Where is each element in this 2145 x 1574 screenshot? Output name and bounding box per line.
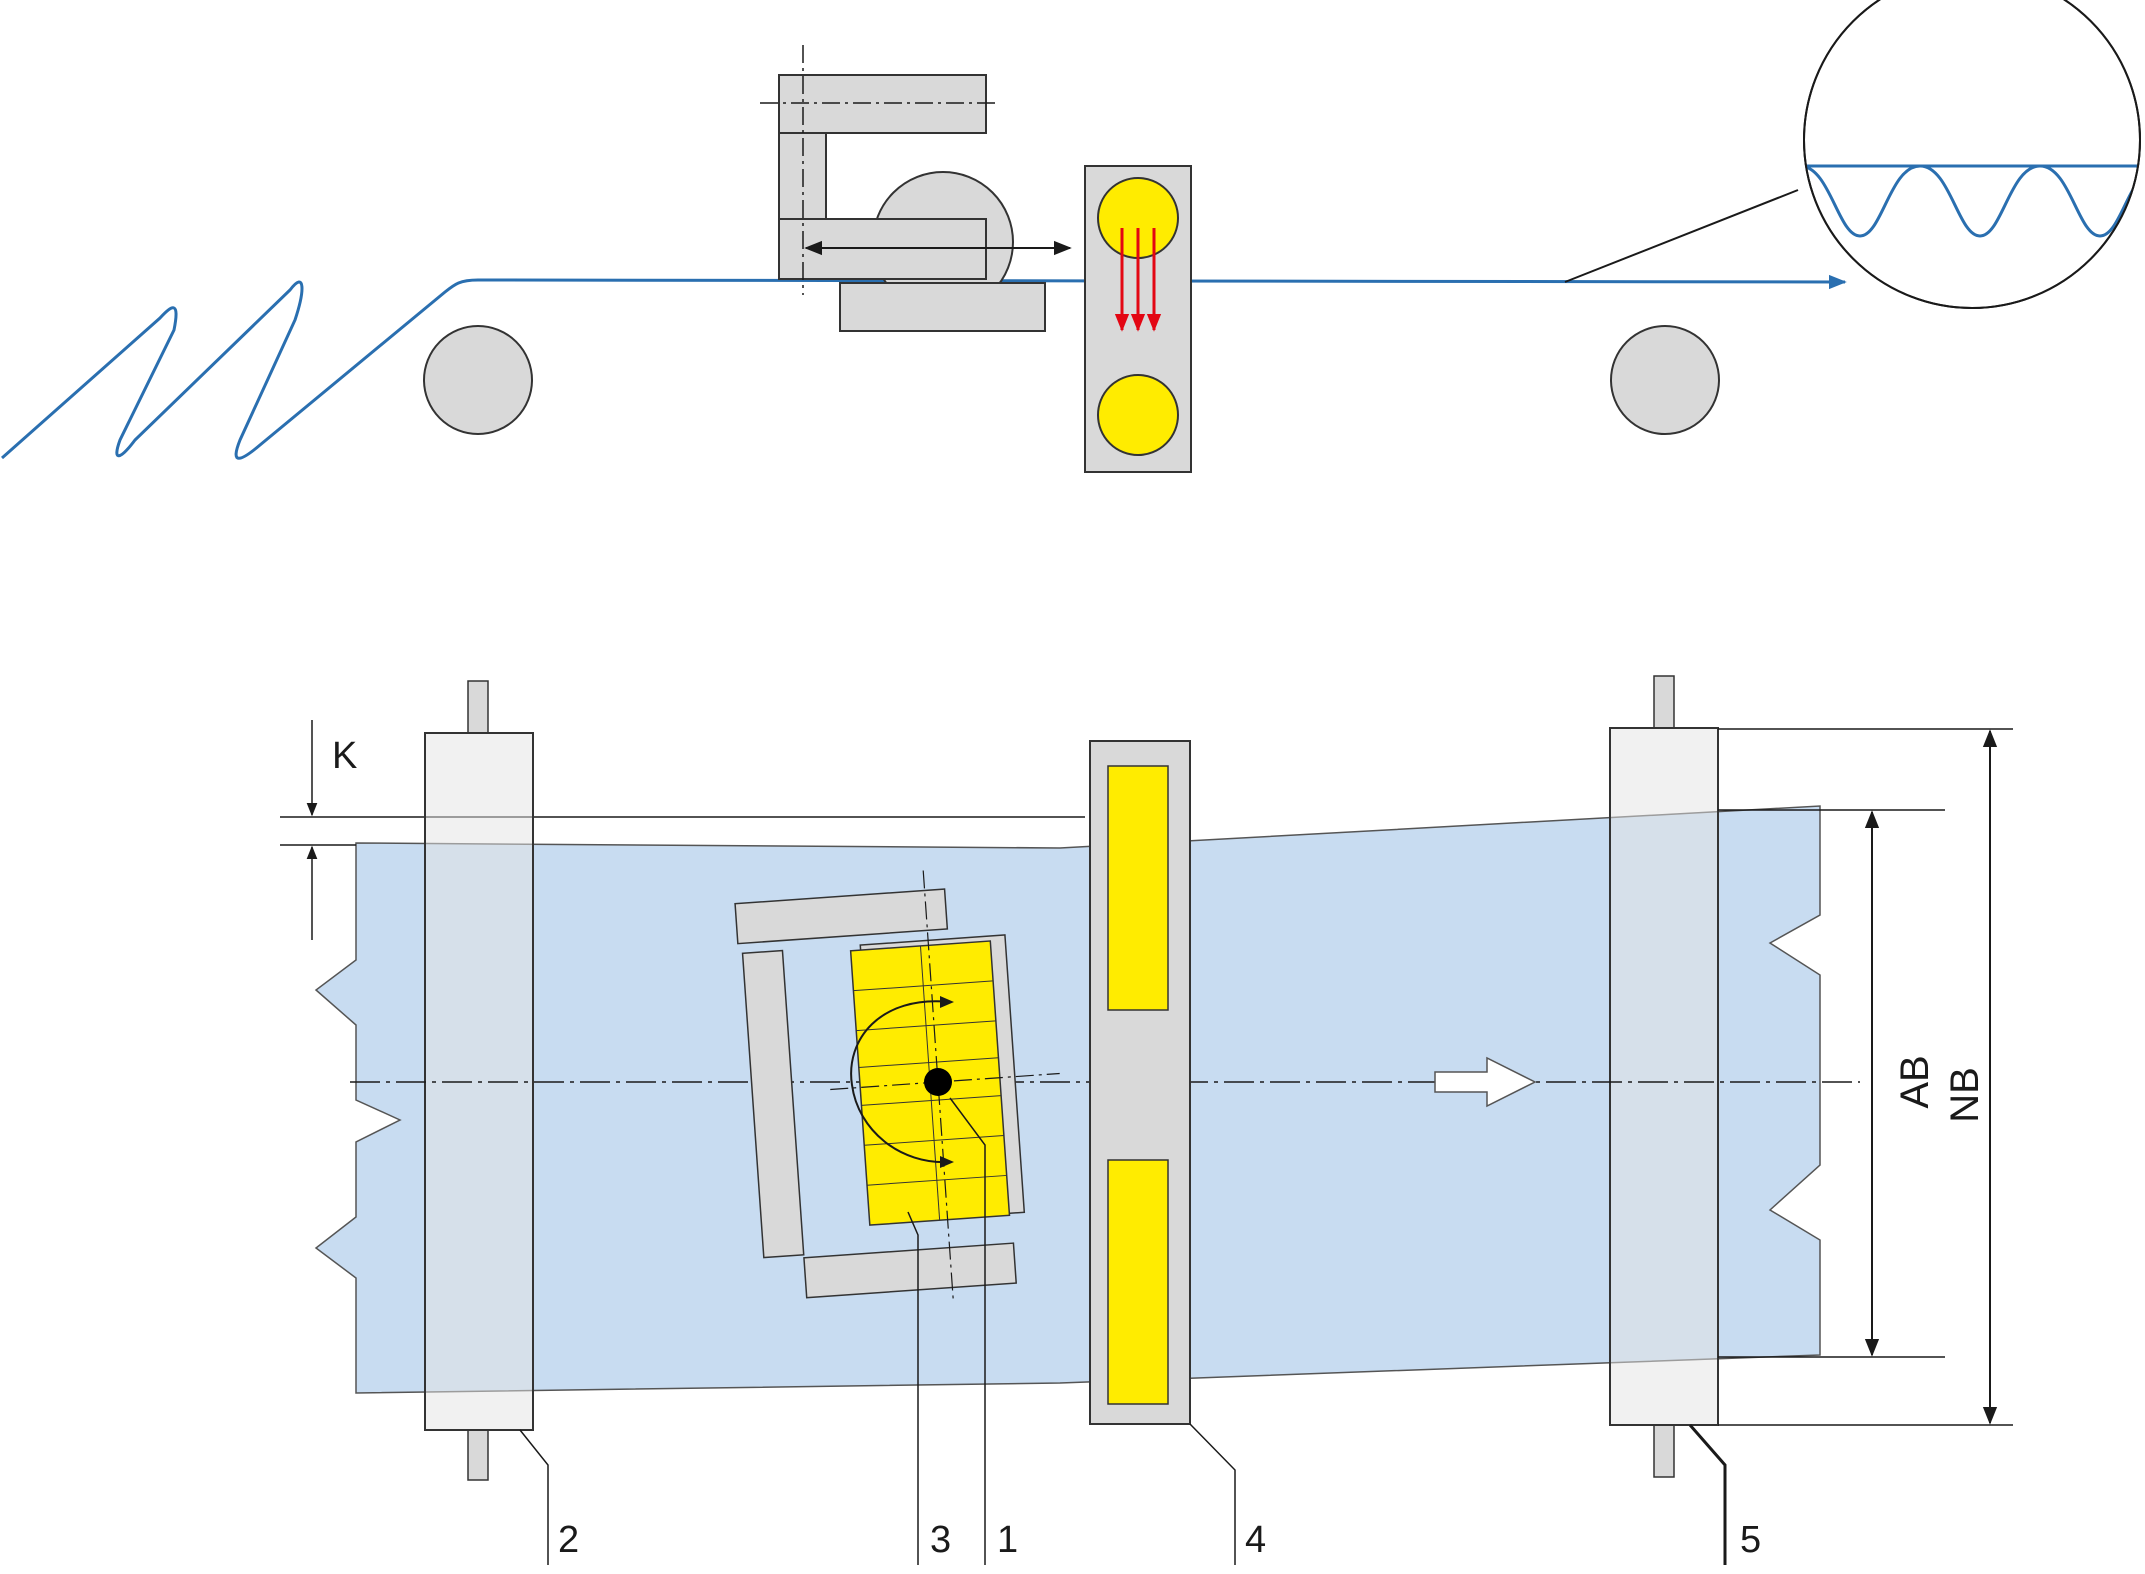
fabric-web bbox=[314, 805, 1821, 1394]
press-unit-pad-top bbox=[1107, 765, 1169, 1011]
zoom-circle bbox=[1803, 0, 2141, 309]
outlet-roller bbox=[1610, 325, 1720, 435]
label-part-5: 5 bbox=[1740, 1519, 1761, 1561]
direction-arrow-icon bbox=[1434, 1056, 1537, 1108]
leader-line-4 bbox=[1189, 1423, 1236, 1565]
outlet-roller-body bbox=[1609, 727, 1719, 1426]
outlet-roller-shaft-bottom bbox=[1653, 1424, 1675, 1478]
leader-line-1 bbox=[949, 1097, 986, 1565]
label-k: K bbox=[332, 735, 357, 777]
label-part-2: 2 bbox=[558, 1519, 579, 1561]
inlet-roller-shaft-bottom bbox=[467, 1429, 489, 1481]
head-frame-left bbox=[741, 949, 805, 1259]
leader-line-5 bbox=[1688, 1424, 1727, 1565]
pivot-point-icon bbox=[924, 1068, 952, 1096]
label-ab: AB bbox=[1893, 1055, 1937, 1108]
head-base-plate bbox=[839, 282, 1046, 332]
zoom-wave-profile bbox=[1804, 164, 2140, 238]
leader-line-3 bbox=[907, 1211, 919, 1565]
head-axis-vertical bbox=[922, 870, 954, 1300]
head-frame-top bbox=[734, 888, 949, 945]
side-view bbox=[1, 0, 2141, 473]
inlet-roller-shaft-top bbox=[467, 680, 489, 734]
rotation-arrow-icon bbox=[850, 1000, 951, 1164]
leader-line-2 bbox=[519, 1429, 549, 1565]
zoom-leader-line bbox=[1564, 189, 1799, 283]
label-part-1: 1 bbox=[997, 1519, 1018, 1561]
head-top-bar bbox=[778, 74, 987, 134]
head-axis-horizontal bbox=[830, 1072, 1060, 1091]
top-view: K bbox=[280, 675, 2013, 1565]
label-part-3: 3 bbox=[930, 1519, 951, 1561]
fabric-feed-wave bbox=[1, 274, 1847, 460]
outlet-roller-shaft-top bbox=[1653, 675, 1675, 729]
head-frame-bottom bbox=[803, 1242, 1018, 1299]
press-roll-bottom bbox=[1097, 374, 1179, 456]
label-nb: NB bbox=[1943, 1067, 1987, 1123]
inlet-roller bbox=[423, 325, 533, 435]
press-unit-pad-bottom bbox=[1107, 1159, 1169, 1405]
label-part-4: 4 bbox=[1245, 1519, 1266, 1561]
